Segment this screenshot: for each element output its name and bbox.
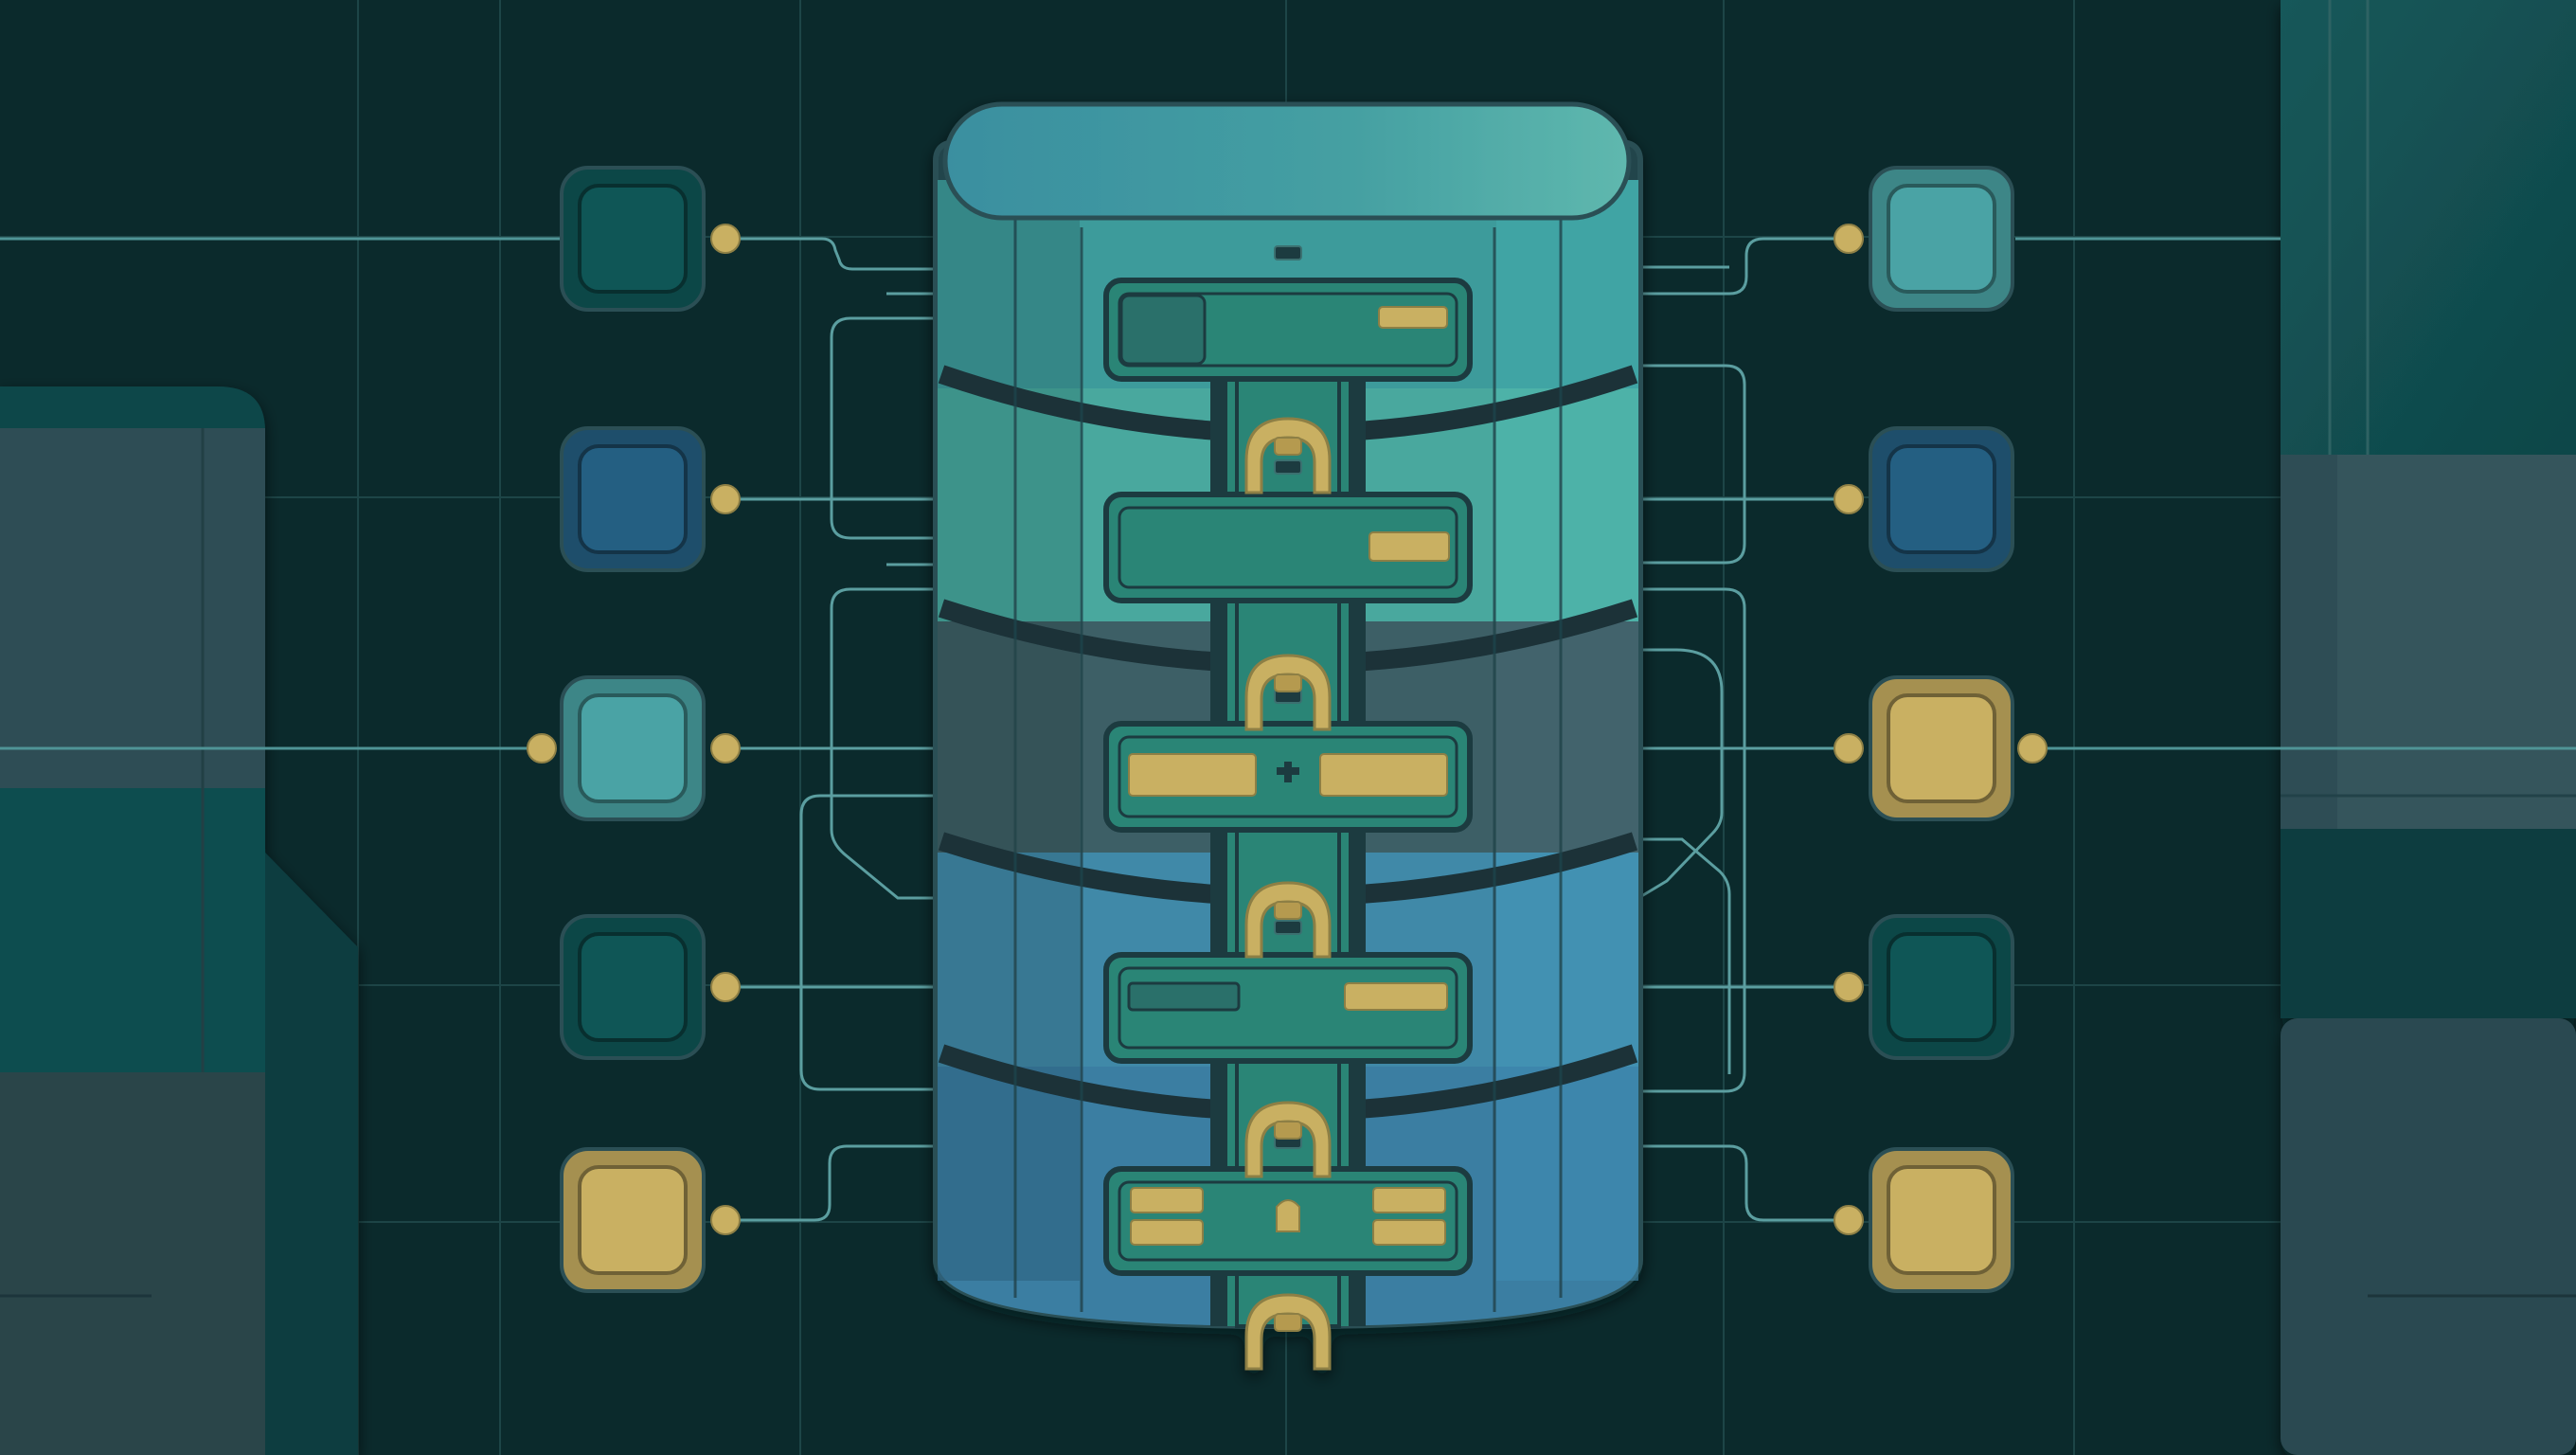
module-plate-3 [1103,689,1473,833]
connector-dot [1834,224,1864,254]
lock-icon [1244,1293,1332,1371]
cylinder-facets [1013,218,1563,1312]
cylinder-top-cap [942,101,1632,221]
left-node-3 [560,675,706,821]
left-side-panel [0,386,358,1455]
connector-dot [1834,484,1864,514]
square-node-icon [1887,1165,1996,1275]
connector-dot [2017,733,2048,763]
connector-dots [527,224,2048,1235]
right-node-4 [1869,914,2014,1060]
left-connectors [725,237,938,1222]
module-plate-2 [1103,459,1473,603]
connector-dot [1834,1205,1864,1235]
left-node-5 [560,1147,706,1293]
square-node-icon [1887,444,1996,554]
right-node-2 [1869,426,2014,572]
module-plate-4 [1103,920,1473,1064]
module-plate-1 [1103,245,1473,382]
connector-dot [710,224,741,254]
square-node-icon [1887,184,1996,294]
square-node-icon [578,184,688,294]
right-side-panel [2281,0,2576,1455]
lock-icon [1244,654,1332,731]
connector-dot [710,484,741,514]
right-node-1 [1869,166,2014,312]
square-node-icon [578,444,688,554]
module-plates [1103,245,1473,1276]
right-connectors [1637,237,1849,1222]
right-node-column [1869,166,2014,1293]
square-node-icon [578,1165,688,1275]
square-node-icon [578,693,688,803]
square-node-icon [1887,693,1996,803]
module-plate-5 [1103,1134,1473,1276]
long-connectors [0,237,2576,750]
right-node-5 [1869,1147,2014,1293]
lock-icon [1244,417,1332,494]
left-node-2 [560,426,706,572]
left-node-1 [560,166,706,312]
left-node-4 [560,914,706,1060]
connector-dot [710,1205,741,1235]
connector-dot [527,733,557,763]
lock-icons [1244,417,1332,1371]
lock-icon [1244,881,1332,959]
square-node-icon [578,932,688,1042]
connector-dot [1834,733,1864,763]
database-cylinder [933,101,1643,1371]
connector-dot [1834,972,1864,1002]
connector-dot [710,733,741,763]
connector-dot [710,972,741,1002]
right-node-3 [1869,675,2014,821]
lock-icon [1244,1101,1332,1178]
square-node-icon [1887,932,1996,1042]
left-node-column [560,166,706,1293]
